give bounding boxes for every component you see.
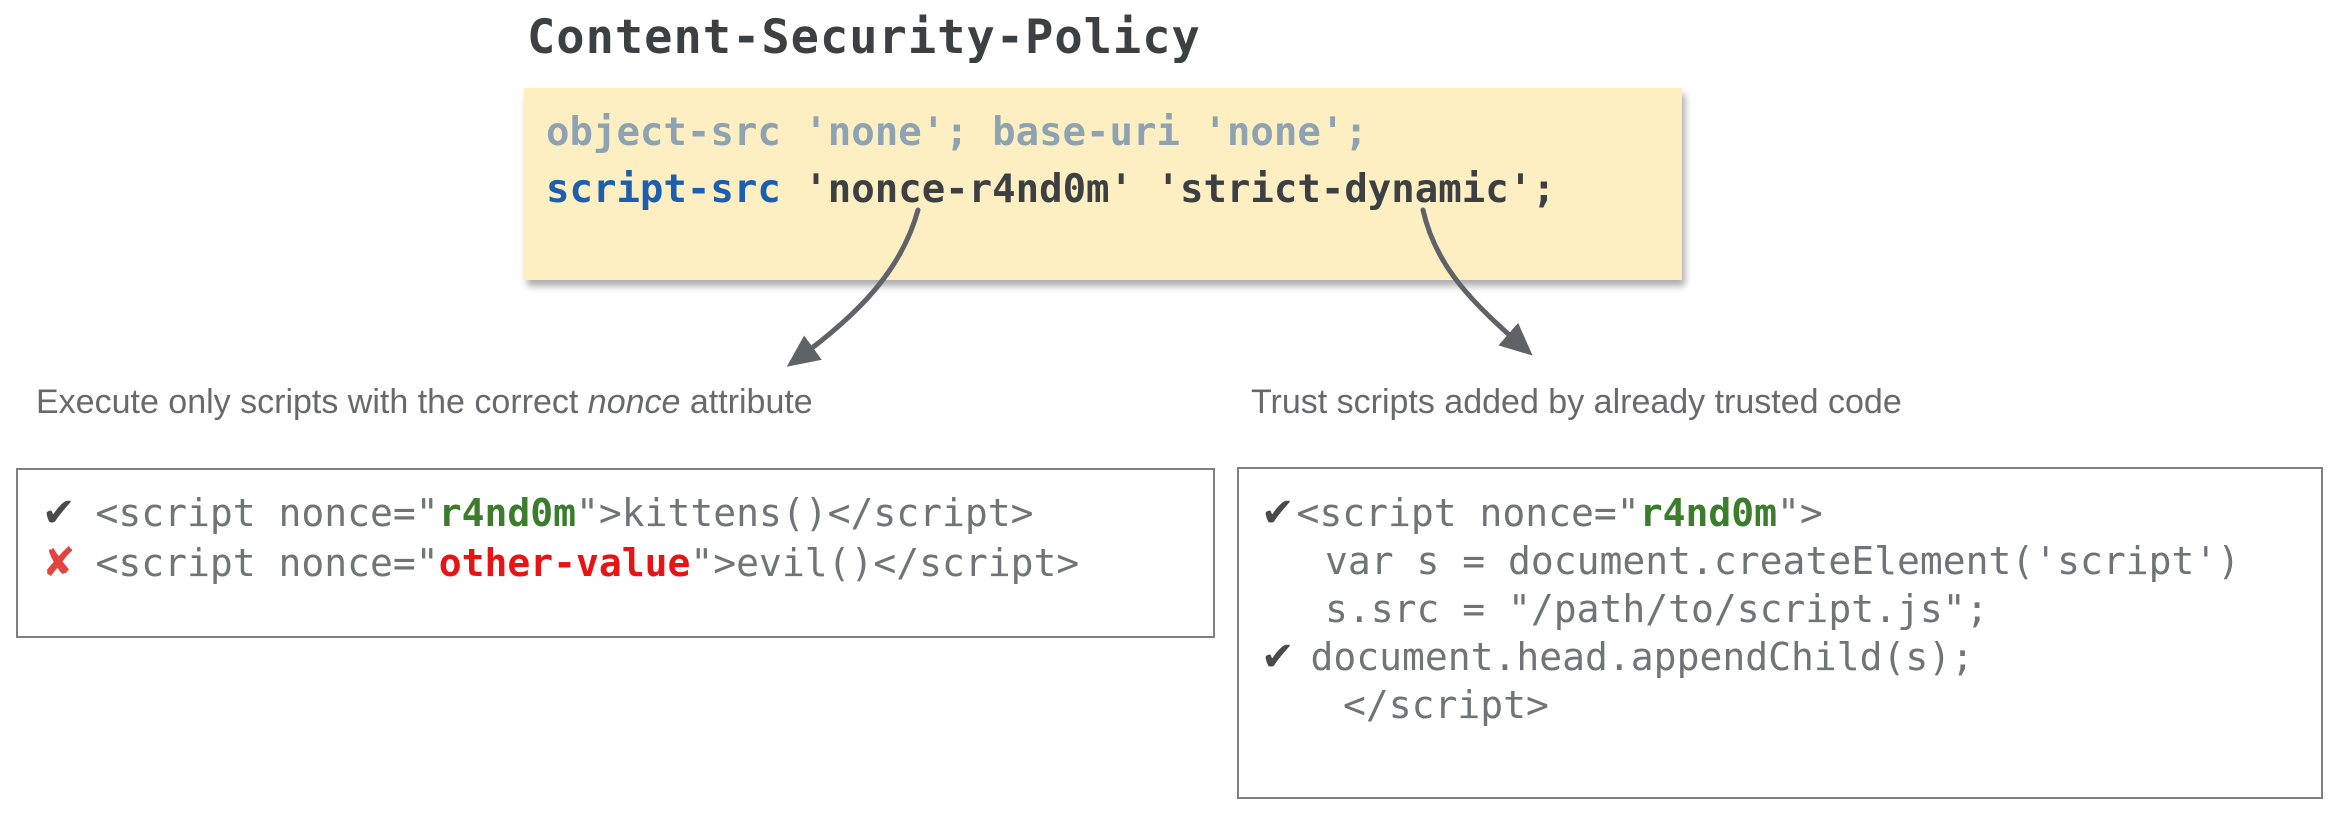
code-line-invalid-script: ✘ <script nonce="other-value">evil()</scr… bbox=[42, 538, 1213, 588]
nonce-value-bad: other-value bbox=[438, 541, 691, 585]
strict-dynamic-example-box: ✔<script nonce="r4nd0m"> var s = documen… bbox=[1237, 467, 2323, 799]
code-line-append-child: ✔ document.head.appendChild(s); bbox=[1261, 633, 2321, 681]
cross-icon: ✘ bbox=[42, 540, 76, 586]
code-text: ">kittens()</script> bbox=[575, 491, 1034, 535]
caption-nonce: Execute only scripts with the correct no… bbox=[36, 383, 813, 422]
code-text: <script nonce=" bbox=[95, 541, 439, 585]
code-line-set-src: s.src = "/path/to/script.js"; bbox=[1325, 587, 1989, 631]
script-src-values: 'nonce-r4nd0m' 'strict-dynamic'; bbox=[780, 167, 1556, 212]
policy-line-script-src: script-src 'nonce-r4nd0m' 'strict-dynami… bbox=[546, 161, 1682, 218]
page-title: Content-Security-Policy bbox=[527, 10, 1201, 65]
code-text: <script nonce=" bbox=[95, 491, 439, 535]
code-line-valid-script: ✔ <script nonce="r4nd0m">kittens()</scrip… bbox=[42, 488, 1213, 538]
check-icon: ✔ bbox=[1261, 490, 1295, 536]
code-text: <script nonce=" bbox=[1296, 491, 1640, 535]
caption-nonce-after: attribute bbox=[680, 383, 813, 421]
code-text: "> bbox=[1776, 491, 1823, 535]
csp-policy-box: object-src 'none'; base-uri 'none'; scri… bbox=[524, 88, 1682, 280]
code-line-script-close: </script> bbox=[1343, 683, 1549, 727]
code-line-script-open: ✔<script nonce="r4nd0m"> bbox=[1261, 489, 2321, 537]
script-src-directive: script-src bbox=[546, 167, 781, 212]
nonce-examples-box: ✔<script nonce="r4nd0m">kittens()</scrip… bbox=[16, 468, 1215, 638]
nonce-value-good: r4nd0m bbox=[1639, 491, 1777, 535]
caption-nonce-emphasis: nonce bbox=[587, 383, 681, 421]
check-icon: ✔ bbox=[1261, 634, 1295, 680]
caption-strict-dynamic: Trust scripts added by already trusted c… bbox=[1251, 383, 1902, 421]
code-text: ">evil()</script> bbox=[690, 541, 1080, 585]
code-line-create-element: var s = document.createElement('script') bbox=[1325, 539, 2241, 583]
code-text: document.head.appendChild(s); bbox=[1310, 635, 1974, 679]
caption-nonce-before: Execute only scripts with the correct bbox=[36, 383, 588, 421]
policy-line-object-src: object-src 'none'; base-uri 'none'; bbox=[546, 110, 1368, 155]
nonce-value-good: r4nd0m bbox=[438, 491, 576, 535]
check-icon: ✔ bbox=[42, 490, 76, 536]
